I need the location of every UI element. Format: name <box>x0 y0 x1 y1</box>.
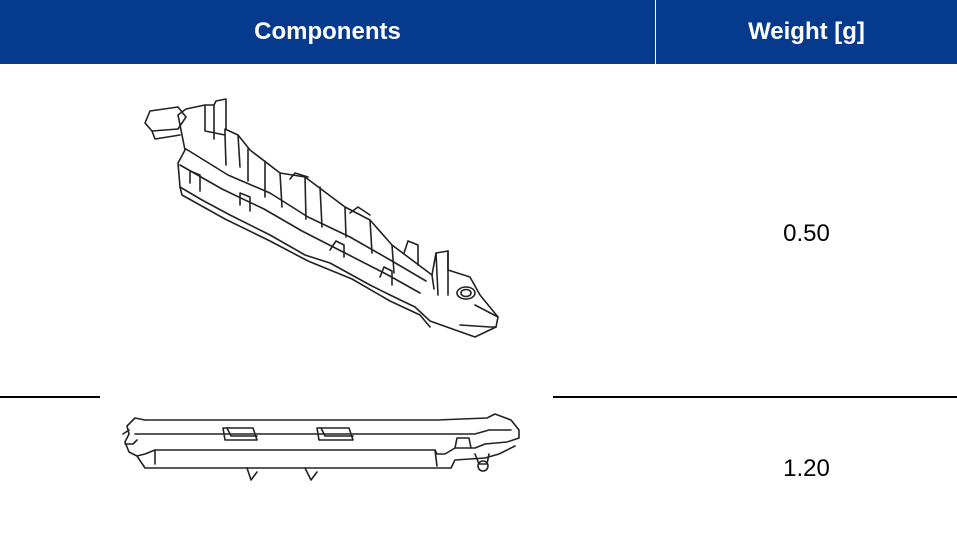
weight-header: Weight [g] <box>656 0 957 64</box>
clip-rail-part-icon <box>122 413 520 481</box>
components-header: Components <box>0 0 656 64</box>
row-divider <box>553 396 957 398</box>
row-divider <box>0 396 100 398</box>
table-header: Components Weight [g] <box>0 0 957 64</box>
weight-value: 0.50 <box>783 220 830 247</box>
weight-value: 1.20 <box>783 455 830 482</box>
bracket-part-icon <box>144 98 499 338</box>
